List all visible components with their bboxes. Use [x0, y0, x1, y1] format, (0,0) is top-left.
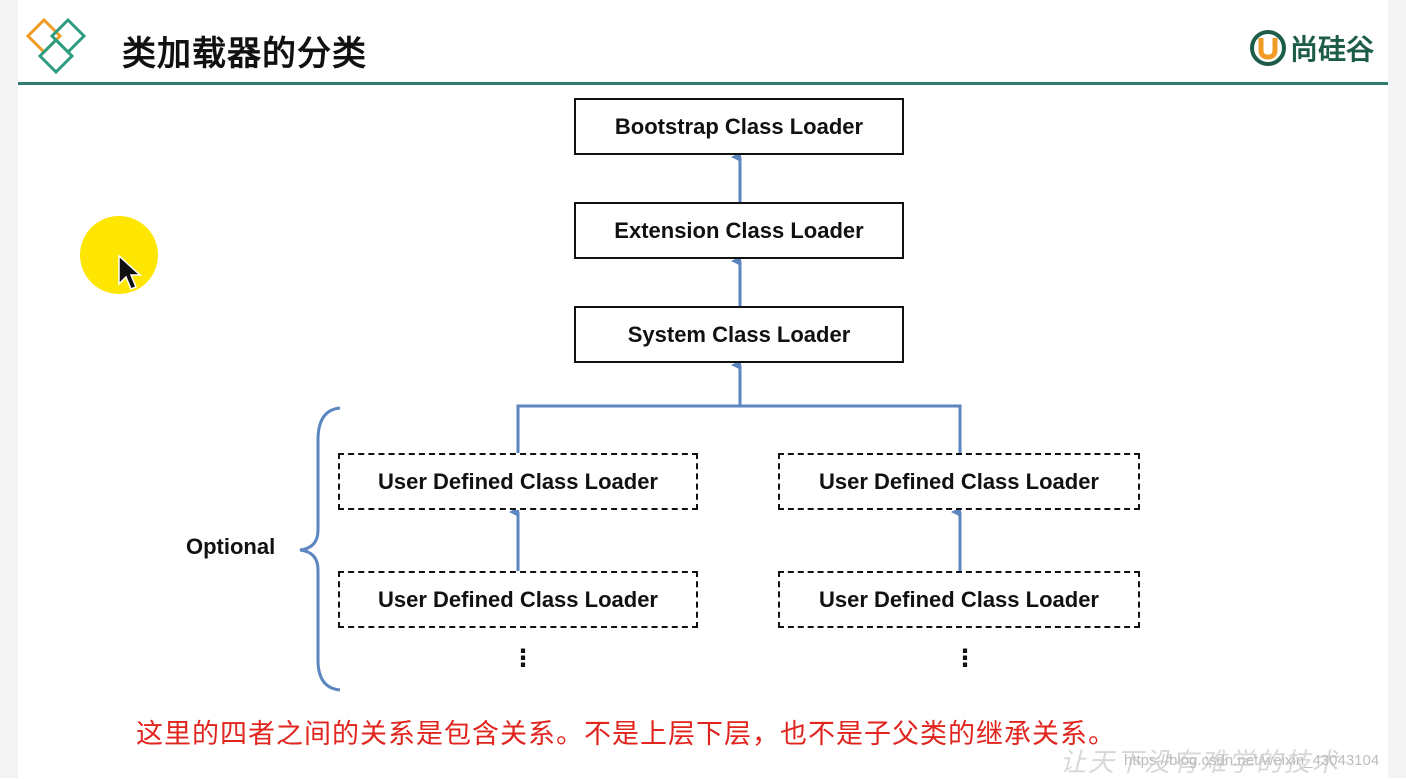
bootstrap-class-loader-box: Bootstrap Class Loader [574, 98, 904, 155]
connector-user-to-system [516, 404, 962, 453]
url-watermark: https://blog.csdn.net/weixin_43043104 [1124, 752, 1380, 769]
right-ellipsis: ⋮ [953, 644, 977, 672]
brand-logo: 尚硅谷 [1249, 28, 1374, 68]
user-defined-class-loader-box: User Defined Class Loader [338, 571, 698, 628]
right-margin-strip [1388, 0, 1406, 778]
diamond-logo-icon [25, 17, 87, 75]
user-defined-class-loader-box: User Defined Class Loader [338, 453, 698, 510]
header-divider [18, 82, 1388, 85]
brand-name: 尚硅谷 [1289, 33, 1374, 66]
relationship-note: 这里的四者之间的关系是包含关系。不是上层下层，也不是子父类的继承关系。 [136, 719, 1116, 750]
user-defined-class-loader-box: User Defined Class Loader [778, 453, 1140, 510]
system-class-loader-box: System Class Loader [574, 306, 904, 363]
slide-header: 类加载器的分类 尚硅谷 [18, 0, 1388, 86]
left-margin-strip [0, 0, 18, 778]
optional-label: Optional [186, 534, 276, 559]
user-defined-class-loader-box: User Defined Class Loader [778, 571, 1140, 628]
handwritten-watermark: 让天下没有难学的技术 [1060, 748, 1341, 778]
mouse-pointer-icon [118, 254, 142, 290]
brand-u-icon [1249, 30, 1286, 66]
extension-class-loader-box: Extension Class Loader [574, 202, 904, 259]
page-title: 类加载器的分类 [122, 34, 367, 74]
optional-brace [299, 406, 341, 692]
left-ellipsis: ⋮ [511, 644, 535, 672]
